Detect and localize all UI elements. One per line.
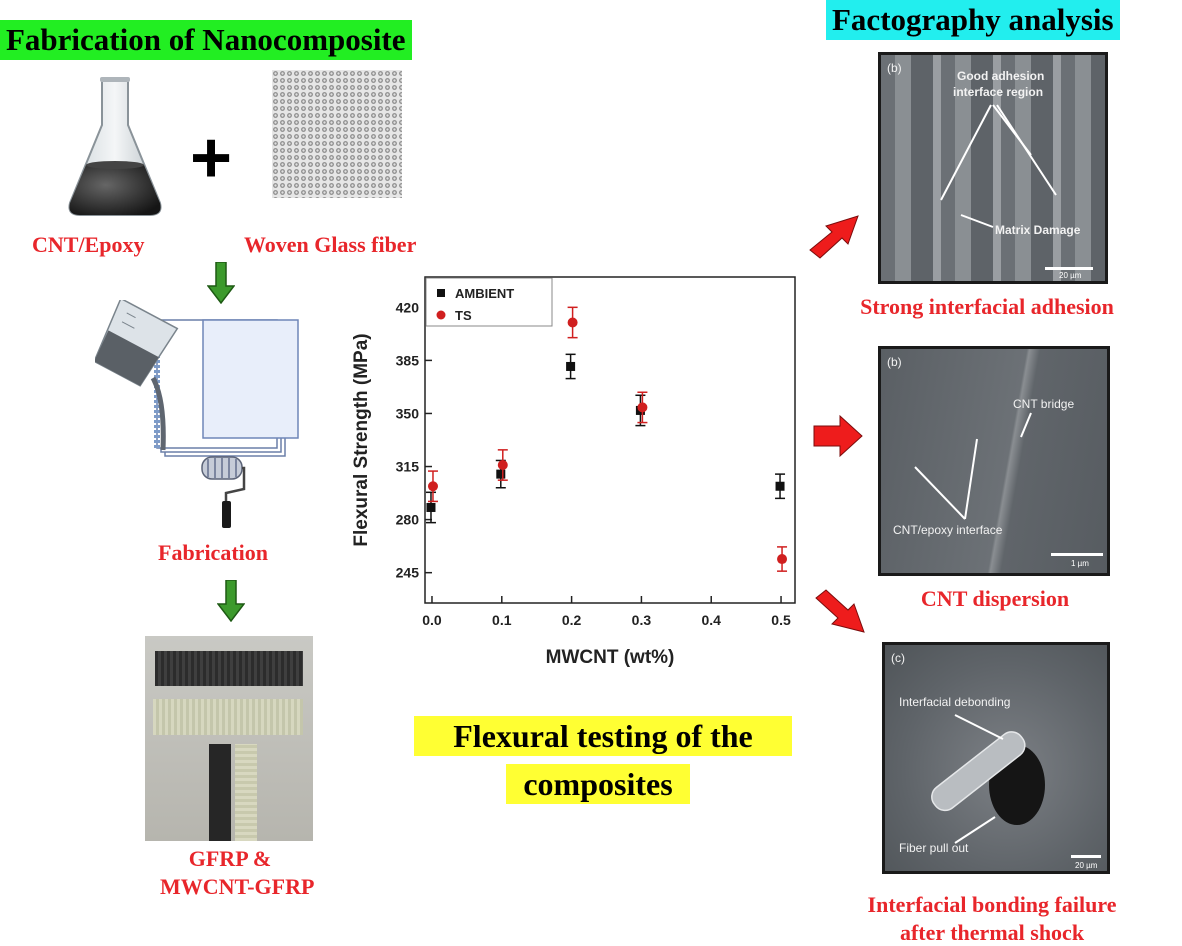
annotation-arrows — [914, 412, 1032, 520]
product-label-1: GFRP & — [188, 846, 272, 871]
red-arrow-icon — [809, 215, 859, 259]
x-tick-label: 0.5 — [771, 612, 791, 628]
panel-tag: (b) — [887, 61, 902, 75]
sem-annotation: CNT bridge — [1013, 397, 1075, 411]
sem-panel-2: (b) CNT bridge CNT/epoxy interface 1 µm — [878, 346, 1110, 576]
sem-annotation: Good adhesion — [957, 69, 1045, 83]
scale-bar — [1071, 855, 1101, 858]
sem-annotation: CNT/epoxy interface — [893, 523, 1003, 537]
scale-label: 1 µm — [1071, 559, 1089, 568]
legend-marker — [436, 310, 446, 320]
panel-tag: (b) — [887, 355, 902, 369]
flexural-strength-chart: 0.0 0.1 0.2 0.3 0.4 0.5 245 280 315 350 385 420MWCN… — [351, 276, 796, 668]
data-point-ambient — [775, 481, 785, 491]
data-point-ambient — [566, 361, 576, 371]
x-tick-label: 0.3 — [632, 612, 652, 628]
factography-title: Factography analysis — [826, 0, 1120, 40]
mwcnt-gfrp-bar — [209, 744, 231, 841]
panel-2-caption: CNT dispersion — [920, 586, 1070, 611]
gfrp-bar — [235, 744, 257, 841]
scale-bar — [1045, 267, 1093, 270]
woven-fiber-label: Woven Glass fiber — [244, 232, 417, 257]
woven-fiber-icon — [272, 70, 402, 198]
gfrp-samples-photo — [145, 636, 313, 841]
panel-3-caption-1: Interfacial bonding failure — [867, 892, 1117, 917]
x-tick-label: 0.0 — [422, 612, 442, 628]
fiber-pullout-sketch — [931, 714, 1045, 844]
scale-bar — [1051, 553, 1103, 556]
data-point-ts — [637, 402, 648, 413]
sem-annotation: Interfacial debonding — [899, 695, 1011, 709]
panel-3-caption-2: after thermal shock — [899, 920, 1085, 945]
cnt-epoxy-label: CNT/Epoxy — [32, 232, 145, 257]
y-tick-label: 315 — [396, 459, 420, 475]
product-label-2: MWCNT-GFRP — [160, 874, 315, 899]
plus-sign: + — [190, 118, 233, 198]
panel-1-caption: Strong interfacial adhesion — [860, 294, 1114, 319]
scale-label: 20 µm — [1075, 861, 1098, 870]
x-axis-label: MWCNT (wt%) — [546, 647, 675, 668]
sem-panel-1: (b) Good adhesion interface region Matri… — [878, 52, 1108, 284]
fabrication-label: Fabrication — [158, 540, 268, 565]
data-point-ts — [777, 554, 788, 565]
roller-icon — [201, 456, 246, 528]
annotation-arrows — [940, 104, 1057, 228]
x-tick-label: 0.2 — [562, 612, 582, 628]
sem-panel-3: (c) Interfacial debonding Fiber pull out… — [882, 642, 1110, 874]
data-point-ambient — [496, 469, 506, 479]
plot-frame — [424, 276, 796, 604]
legend-label: TS — [455, 308, 472, 323]
pouring-layup-icon — [95, 300, 299, 457]
flask-icon — [68, 77, 162, 216]
data-point-ambient — [426, 502, 436, 512]
y-tick-label: 245 — [396, 565, 420, 581]
data-point-ts — [567, 317, 578, 328]
chart-caption-2: composites — [506, 764, 690, 804]
sem-annotation: Matrix Damage — [995, 223, 1081, 237]
sem-annotation: interface region — [953, 85, 1044, 99]
scale-label: 20 µm — [1059, 271, 1082, 280]
down-arrow-icon — [217, 580, 245, 622]
data-point-ts — [427, 481, 438, 492]
chart-caption-1: Flexural testing of the — [414, 716, 792, 756]
red-arrow-icon — [815, 589, 865, 633]
y-tick-label: 350 — [396, 405, 420, 421]
y-tick-label: 385 — [396, 352, 420, 368]
red-arrow-icon — [813, 414, 863, 458]
legend: AMBIENT TS — [425, 277, 553, 327]
mwcnt-gfrp-strip — [155, 651, 303, 686]
y-tick-label: 280 — [396, 512, 420, 528]
gfrp-strip — [153, 699, 303, 735]
panel-tag: (c) — [891, 651, 905, 665]
down-arrow-icon — [207, 262, 235, 304]
y-tick-label: 420 — [396, 299, 420, 315]
legend-marker — [437, 289, 445, 297]
y-axis-label: Flexural Strength (MPa) — [351, 333, 372, 546]
legend-label: AMBIENT — [455, 286, 514, 301]
sem-annotation: Fiber pull out — [899, 841, 969, 855]
x-tick-label: 0.4 — [701, 612, 721, 628]
x-tick-label: 0.1 — [492, 612, 512, 628]
fabrication-title: Fabrication of Nanocomposite — [0, 20, 412, 60]
legend-box — [425, 277, 553, 327]
data-point-ts — [497, 460, 508, 471]
